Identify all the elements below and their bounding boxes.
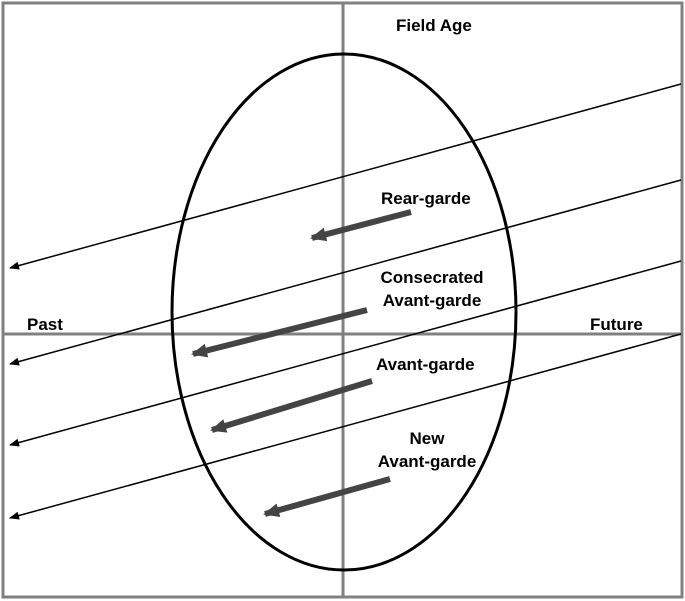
new-avant-garde-arrow xyxy=(263,476,391,517)
future-label: Future xyxy=(590,315,643,334)
new-label-line1: New xyxy=(409,429,445,448)
consecrated-label-line1: Consecrated xyxy=(380,268,484,287)
thin-arrow-4 xyxy=(9,333,682,520)
field-age-label: Field Age xyxy=(396,16,472,35)
field-ellipse xyxy=(170,52,518,572)
thin-arrow-1 xyxy=(9,83,682,270)
consecrated-arrow xyxy=(191,307,368,358)
rear-garde-arrow xyxy=(310,209,412,242)
rear-garde-label: Rear-garde xyxy=(381,189,471,208)
consecrated-label-line2: Avant-garde xyxy=(382,291,482,310)
avant-garde-arrow xyxy=(210,378,373,433)
thin-arrow-2 xyxy=(9,179,682,366)
thin-arrow-3 xyxy=(9,260,682,447)
avant-garde-label: Avant-garde xyxy=(376,355,475,374)
past-label: Past xyxy=(27,315,63,334)
new-label-line2: Avant-garde xyxy=(377,452,477,471)
